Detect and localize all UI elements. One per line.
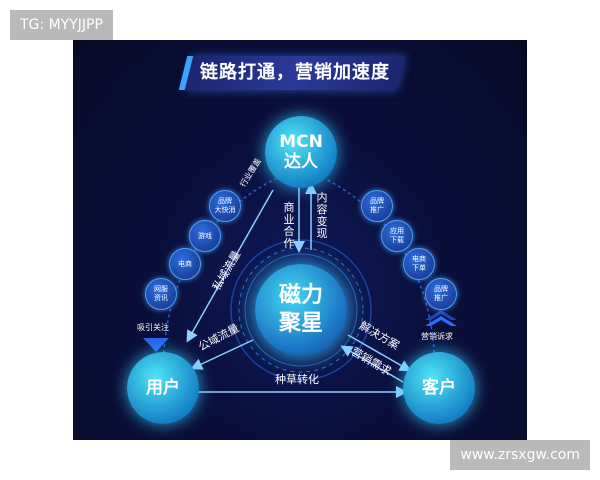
user-label: 用户	[146, 378, 180, 398]
arrow-client-center	[340, 345, 404, 383]
mcn-line1: MCN	[279, 132, 323, 152]
arrow-mcn-user	[186, 189, 274, 343]
right-small-3: 电商 下单	[403, 248, 435, 280]
diagram-title: 链路打通，营销加速度	[200, 62, 390, 83]
right-small-1: 品牌 推广	[361, 190, 393, 222]
attract-label: 吸引关注	[137, 323, 169, 332]
arrow-center-user	[190, 339, 254, 370]
center-line2: 聚星	[278, 311, 323, 336]
left-small-3: 电商	[169, 248, 201, 280]
diagram-panel: 链路打通，营销加速度 MCN 达人 磁力 聚星 用户 客户 品牌 大快消 游戏 …	[73, 40, 527, 440]
center-node: 磁力 聚星	[255, 264, 347, 356]
mcn-node: MCN 达人	[265, 116, 337, 188]
client-node: 客户	[403, 352, 475, 424]
appeal-arrow	[425, 316, 457, 326]
right-small-2: 应用 下载	[381, 220, 413, 252]
site-watermark: www.zrsxgw.com	[450, 440, 590, 470]
content-monetize-label: 内容变现	[316, 191, 328, 240]
left-small-2: 游戏	[189, 220, 221, 252]
left-arc	[162, 174, 284, 366]
marketing-appeal-label: 营销诉求	[421, 332, 453, 341]
center-line1: 磁力	[278, 283, 323, 308]
user-node: 用户	[127, 352, 199, 424]
grass-convert-label: 种草转化	[275, 373, 319, 386]
left-small-4: 网服 资讯	[145, 278, 177, 310]
attract-arrow	[143, 338, 169, 352]
tg-tag: TG: MYYJJPP	[10, 10, 113, 40]
commercial-coop-label: 商业合作	[283, 201, 295, 250]
client-label: 客户	[422, 378, 456, 398]
left-small-1: 品牌 大快消	[209, 190, 241, 222]
mcn-line2: 达人	[284, 152, 318, 172]
diagram-graphics	[143, 174, 457, 398]
arrow-center-client	[347, 334, 412, 372]
right-small-4: 品牌 推广	[425, 278, 457, 310]
